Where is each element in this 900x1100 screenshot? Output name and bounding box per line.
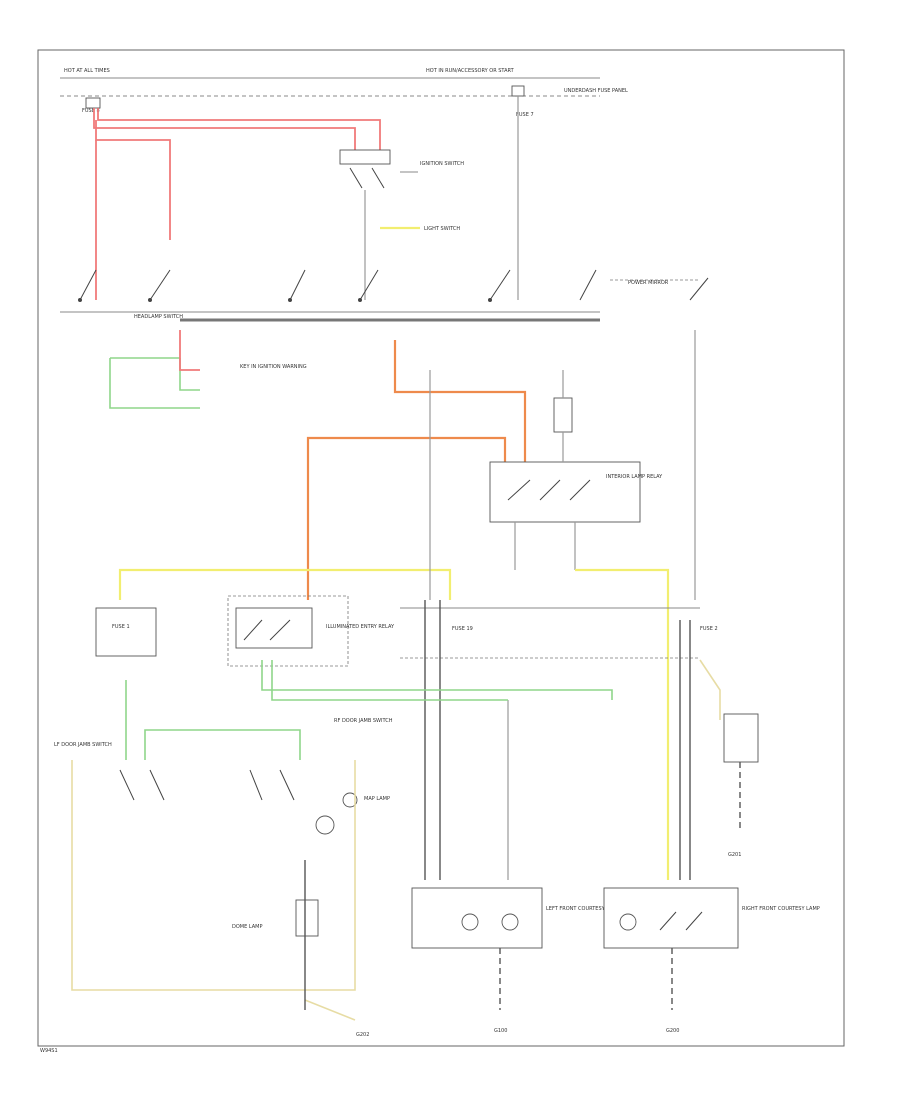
- dome-lamp-bulb: [342, 792, 358, 808]
- map-lamp-label: MAP LAMP: [364, 796, 390, 802]
- fuse-box-left: [95, 607, 157, 657]
- left-courtesy-bulb-2: [501, 913, 519, 931]
- right-lamp-box: [723, 713, 759, 763]
- door-switches: [119, 769, 295, 801]
- orange-wire-1: [393, 340, 527, 470]
- cream-wire-ground: [304, 999, 356, 1021]
- diagram-frame: [37, 49, 845, 1047]
- illum-relay-box: [227, 595, 349, 667]
- fuse-left-label: FUSE 1: [112, 624, 130, 630]
- fuse-b-label: FUSE 7: [516, 112, 534, 118]
- key-warning-label: KEY IN IGNITION WARNING: [240, 364, 307, 370]
- fuse-top-right: [511, 85, 525, 97]
- ground-g2-label: G200: [666, 1028, 679, 1034]
- ignition-contacts: [349, 167, 385, 189]
- mirror-switch-contacts: [579, 269, 709, 301]
- dome-lamp-label: DOME LAMP: [232, 924, 263, 930]
- interior-relay-label: INTERIOR LAMP RELAY: [606, 474, 663, 480]
- right-courtesy-switch: [659, 911, 703, 931]
- red-wire-1: [93, 108, 356, 150]
- left-lamp-feeds: [424, 600, 441, 880]
- right-courtesy-bulb-1: [619, 913, 637, 931]
- headlamp-switch-label: HEADLAMP SWITCH: [134, 314, 183, 320]
- yellow-wire-right: [575, 568, 670, 880]
- courtesy-right-label: RIGHT FRONT COURTESY LAMP: [742, 906, 820, 912]
- illum-relay-label: ILLUMINATED ENTRY RELAY: [326, 624, 395, 630]
- orange-wire-2: [306, 436, 507, 600]
- red-wire-2: [97, 108, 381, 150]
- left-courtesy-bulb-1: [461, 913, 479, 931]
- interior-relay-contacts: [507, 479, 591, 501]
- footnote-code: W94S1: [40, 1048, 58, 1054]
- ground-g4-label: G202: [356, 1032, 369, 1038]
- illum-relay-contacts: [243, 619, 291, 641]
- hot-at-all-times-label: HOT AT ALL TIMES: [64, 68, 110, 74]
- ignition-switch-connector: [339, 149, 391, 165]
- cream-wire-loop: [71, 760, 356, 991]
- green-wire-mid-2: [271, 660, 508, 701]
- headlamp-switch-row: [78, 269, 511, 302]
- ground-g1-label: G100: [494, 1028, 507, 1034]
- switch-b-label: LIGHT SWITCH: [424, 226, 460, 232]
- right-lamp-feeds: [679, 620, 691, 880]
- courtesy-ground-wires: [499, 948, 673, 1010]
- yellow-wire-top: [118, 568, 452, 600]
- interior-lamp-relay: [489, 461, 641, 523]
- dome-lamp-box: [295, 899, 319, 937]
- illum-relay-inner: [235, 607, 313, 649]
- ground-g3-label: G201: [728, 852, 741, 858]
- fuse-right-label: FUSE 2: [700, 626, 718, 632]
- switch-a-label: IGNITION SWITCH: [420, 161, 464, 167]
- cream-wire-right: [699, 659, 721, 720]
- red-wire-3: [95, 120, 171, 240]
- courtesy-left-label: LEFT FRONT COURTESY LAMP: [546, 906, 620, 912]
- red-branch: [179, 330, 200, 371]
- fuse-top-left: [85, 97, 101, 109]
- fuse-c-label: FUSE 19: [452, 626, 473, 632]
- relay-outputs: [514, 522, 576, 570]
- power-mirror-label: POWER MIRROR: [628, 280, 669, 286]
- fuse-a-label: FUSE 8: [82, 108, 100, 114]
- green-wire-door: [144, 729, 301, 760]
- green-wire-mid-1: [261, 660, 613, 700]
- fuse-block-label: UNDERDASH FUSE PANEL: [564, 88, 628, 94]
- relay-fuse: [553, 397, 573, 433]
- map-lamp-bulb: [315, 815, 335, 835]
- green-wire-left: [109, 357, 200, 409]
- hot-in-run-label: HOT IN RUN/ACCESSORY OR START: [426, 68, 515, 74]
- door-switch-r-label: RF DOOR JAMB SWITCH: [334, 718, 393, 724]
- door-switch-l-label: LF DOOR JAMB SWITCH: [54, 742, 112, 748]
